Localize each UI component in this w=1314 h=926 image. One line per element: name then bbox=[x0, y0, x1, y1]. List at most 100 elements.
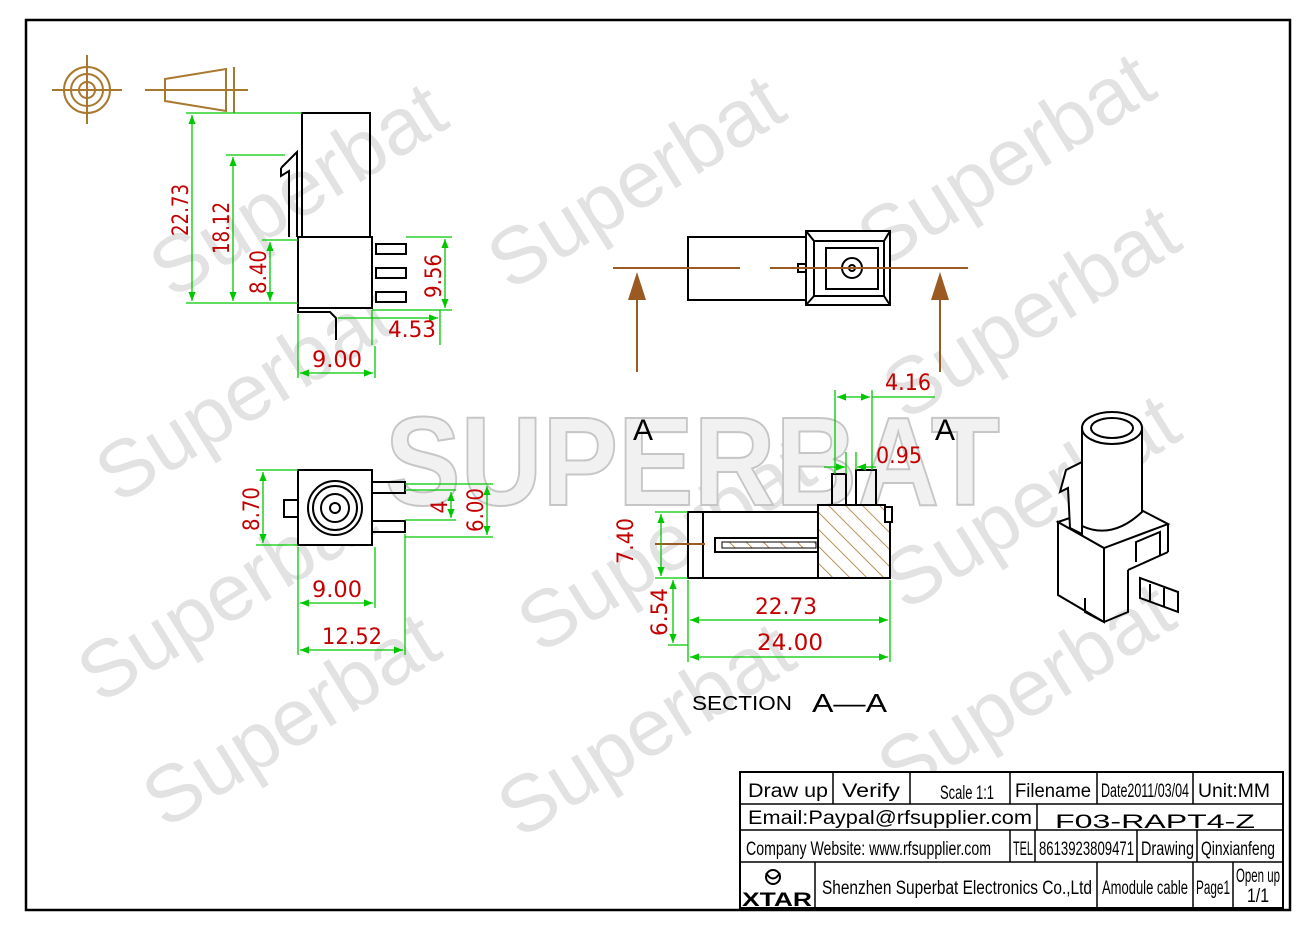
iso-cylinder bbox=[1081, 427, 1143, 532]
logo-swirl-stroke bbox=[765, 872, 781, 880]
logo-text: XTAR bbox=[742, 890, 812, 911]
extension-line bbox=[845, 452, 857, 474]
extension-line bbox=[405, 483, 493, 538]
side-pin bbox=[375, 291, 407, 303]
iso-foot bbox=[1084, 598, 1105, 623]
extension-line bbox=[655, 511, 688, 646]
extension-line bbox=[687, 580, 891, 662]
side-pin bbox=[375, 267, 407, 279]
iso-cylinder-bore bbox=[1090, 417, 1134, 439]
section-arrow-right bbox=[931, 272, 949, 300]
page-number: Page1 bbox=[1196, 878, 1230, 899]
dimension-pin-pitch: 4 bbox=[428, 501, 453, 514]
section-tab bbox=[884, 506, 893, 523]
front-ring-inner bbox=[320, 493, 350, 523]
company-name: Shenzhen Superbat Electronics Co.,Ltd bbox=[822, 878, 1092, 899]
dimension-upper-height: 7.40 bbox=[614, 518, 639, 564]
section-pin-left bbox=[831, 473, 847, 505]
front-latch bbox=[283, 499, 299, 518]
extension-line bbox=[834, 390, 873, 474]
side-foot bbox=[297, 308, 337, 340]
filename-label: Filename bbox=[1015, 781, 1091, 802]
extension-line bbox=[186, 112, 302, 304]
projection-crosshair bbox=[52, 55, 122, 124]
dimension-body-height: 8.40 bbox=[247, 250, 272, 294]
section-dimensions: 4.16 0.95 7.40 6.54 22.73 24.00 bbox=[614, 371, 935, 662]
projection-centerline bbox=[145, 67, 248, 113]
side-view: 22.73 18.12 8.40 9.56 4.53 9.00 bbox=[169, 112, 452, 378]
extension-line bbox=[297, 314, 376, 378]
section-caption-word: SECTION bbox=[692, 693, 792, 715]
dimension-height: 8.70 bbox=[240, 487, 265, 531]
front-pin bbox=[371, 520, 406, 533]
section-housing-hatch bbox=[817, 504, 891, 579]
side-body bbox=[297, 236, 373, 309]
extension-line bbox=[372, 236, 452, 311]
isometric-view bbox=[1055, 411, 1179, 624]
projection-symbol-icon bbox=[52, 55, 248, 124]
iso-latch bbox=[1058, 460, 1083, 536]
draw-up-label: Draw up bbox=[748, 781, 828, 802]
title-block: Draw up Verify Scale 1:1 Filename Date20… bbox=[739, 771, 1284, 911]
scale-label: Scale 1:1 bbox=[940, 783, 994, 804]
top-view: A A bbox=[613, 230, 968, 447]
dimension-overall-width: 12.52 bbox=[322, 625, 382, 650]
dimension-lower-height: 6.54 bbox=[648, 588, 673, 636]
xtar-logo-icon: XTAR bbox=[742, 869, 812, 911]
drawer-name: Qinxianfeng bbox=[1201, 839, 1275, 860]
front-contact bbox=[329, 502, 341, 514]
section-mark-left: A bbox=[633, 414, 653, 447]
projection-cone bbox=[164, 67, 227, 113]
extension-line bbox=[297, 534, 406, 655]
front-ring-outer bbox=[307, 480, 363, 536]
front-dimensions: 8.70 4 6.00 9.00 12.52 bbox=[240, 469, 493, 655]
dimension-pin-offset: 4.53 bbox=[388, 318, 436, 343]
top-housing-frame bbox=[805, 230, 891, 306]
email-text: Email:Paypal@rfsupplier.com bbox=[748, 808, 1032, 829]
verify-label: Verify bbox=[842, 781, 901, 802]
section-cut-line: A A bbox=[613, 267, 968, 447]
open-up-label: Open up bbox=[1236, 866, 1280, 887]
drawing-label: Drawing bbox=[1141, 839, 1194, 860]
front-body bbox=[297, 469, 373, 546]
dimension-pin-height: 9.56 bbox=[422, 254, 447, 298]
dimension-pin-spacing: 4.16 bbox=[885, 371, 931, 396]
unit-label: Unit:MM bbox=[1198, 781, 1270, 802]
front-pin bbox=[371, 481, 406, 494]
side-latch bbox=[280, 149, 298, 237]
dimension-overall-length: 24.00 bbox=[757, 631, 823, 656]
drawing-border bbox=[24, 18, 1292, 912]
section-contact-hatch bbox=[721, 541, 817, 549]
section-view: 4.16 0.95 7.40 6.54 22.73 24.00 SECTION … bbox=[614, 371, 935, 718]
title-block-grid bbox=[740, 772, 1283, 908]
side-pin bbox=[375, 243, 407, 255]
product-name: Amodule cable bbox=[1102, 878, 1188, 899]
iso-housing-right-face bbox=[1103, 524, 1169, 623]
section-arrow-left bbox=[628, 272, 646, 300]
extension-line bbox=[256, 469, 298, 546]
dimension-body-width: 9.00 bbox=[312, 348, 362, 373]
iso-pins bbox=[1127, 530, 1179, 614]
watermark-large-text: SUPERBAT bbox=[385, 391, 1000, 532]
tel-value: 8613923809471 bbox=[1039, 839, 1134, 860]
section-mark-right: A bbox=[935, 414, 955, 447]
dimension-pin-width: 0.95 bbox=[876, 444, 922, 469]
front-view: 8.70 4 6.00 9.00 12.52 bbox=[240, 469, 493, 655]
dimension-overall-height: 22.73 bbox=[169, 184, 194, 236]
dimension-latch-height: 18.12 bbox=[210, 202, 235, 254]
website-text: Company Website: www.rfsupplier.com bbox=[746, 839, 991, 860]
dimension-inner-length: 22.73 bbox=[755, 595, 817, 620]
logo-swirl bbox=[765, 869, 781, 885]
dimension-pin-span: 6.00 bbox=[464, 488, 489, 532]
dimension-body-width: 9.00 bbox=[312, 578, 362, 603]
extension-line bbox=[371, 310, 441, 345]
filename-value: F03-RAPT4-Z bbox=[1055, 812, 1256, 833]
section-caption-name: A—A bbox=[812, 688, 888, 718]
tel-label: TEL bbox=[1013, 839, 1033, 860]
date-label: Date2011/03/04 bbox=[1101, 781, 1189, 802]
page-count: 1/1 bbox=[1247, 886, 1269, 907]
side-dimensions: 22.73 18.12 8.40 9.56 4.53 9.00 bbox=[169, 112, 452, 378]
extension-line bbox=[405, 489, 456, 521]
front-ring-middle bbox=[312, 485, 358, 531]
